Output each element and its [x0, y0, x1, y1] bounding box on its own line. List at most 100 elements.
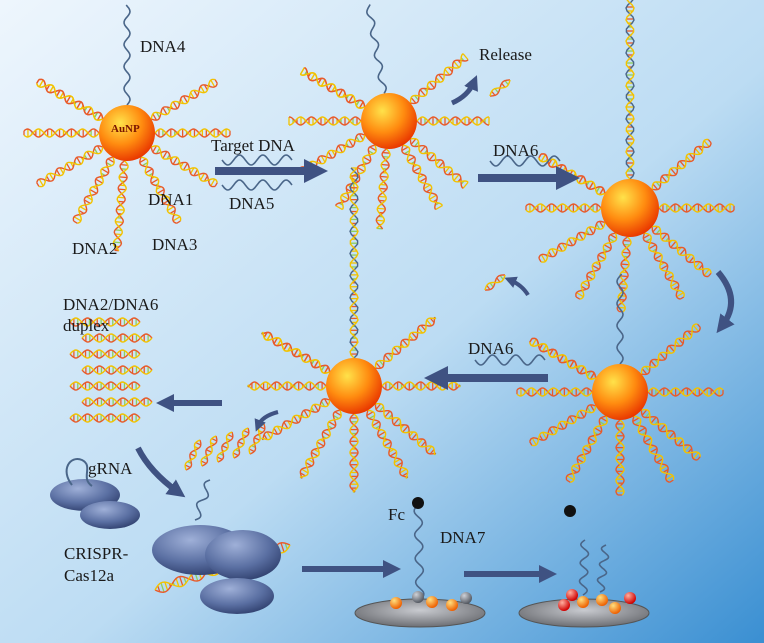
aunp-2-arm-8-rung — [404, 150, 410, 155]
aunp-2-arm-7 — [299, 66, 366, 109]
aunp-1-arm-7-rung — [76, 101, 82, 109]
aunp-3-arm-2-rung — [652, 183, 659, 191]
aunp-5-arm-6-strand-a — [247, 381, 327, 391]
aunp-5-arm-5-rung — [273, 427, 278, 435]
aunp-3-arm-9-rung — [597, 254, 606, 260]
freed-strand-4-rung — [254, 437, 260, 441]
freed-strand-1 — [200, 435, 218, 467]
aunp-3-arm-5-rung — [548, 251, 553, 257]
aunp-1-arm-6 — [23, 128, 100, 138]
aunp-1-arm-5-rung — [96, 145, 102, 153]
aunp-5-arm-8-strand-a — [366, 409, 409, 478]
aunp-1-arm-8-rung — [169, 209, 176, 214]
aunp-1-arm-4-strand-a — [150, 146, 216, 188]
dna3-label: DNA3 — [152, 235, 198, 254]
aunp-5-arm-7-strand-a — [261, 331, 331, 373]
aunp-5-arm-10-strand-a — [349, 413, 359, 493]
arrow-release-2 — [504, 276, 530, 297]
electrode-left-particle-0 — [390, 597, 402, 609]
duplex-stack-4-strand-b — [69, 381, 141, 391]
aunp-5-arm-2-rung — [378, 360, 384, 366]
aunp-2-arm-4-rung — [419, 145, 426, 153]
aunp-1-arm-10-rung — [120, 164, 128, 166]
aunp-4-arm-2-rung — [675, 340, 681, 347]
cas12a-right-lobe-2 — [205, 530, 281, 580]
aunp-1-arm-4 — [150, 145, 218, 188]
aunp-5-arm-8-rung — [388, 448, 395, 453]
aunp-3-arm-8-rung — [679, 296, 685, 300]
aunp-4-arm-4-rung — [687, 447, 693, 454]
aunp-1-arm-8-rung — [141, 161, 148, 167]
aunp-5-arm-2-strand-a — [375, 316, 436, 370]
aunp-5-arm-5-strand-a — [262, 398, 331, 441]
aunp-2-arm-8-rung — [413, 166, 421, 173]
aunp-3-arm-5-rung — [538, 257, 542, 263]
aunp-4-arm-9-rung — [594, 427, 602, 433]
aunp-4-arm-5-rung — [552, 426, 557, 433]
aunp-1-arm-7-rung — [36, 79, 40, 84]
dna6-top-strand-strand — [489, 155, 561, 167]
aunp-2-arm-8-rung — [407, 156, 415, 162]
activated-dna-strand-rung — [190, 574, 195, 581]
aunp-4-arm-2-rung — [659, 352, 666, 360]
activated-dna-strand-rung — [160, 582, 165, 593]
aunp-4-arm-7-rung — [542, 344, 547, 352]
aunp-1-arm-9-rung — [73, 220, 78, 224]
aunp-5-arm-5-rung — [320, 400, 326, 407]
freed-strand-3-rung — [232, 452, 239, 457]
aunp-2-arm-7-strand-b — [300, 72, 366, 109]
duplex-stack-1-strand-b — [81, 333, 153, 343]
aunp-5-arm-9-rung — [311, 451, 319, 457]
released-strand-1 — [489, 79, 511, 97]
aunp-1-arm-2-rung — [200, 85, 205, 93]
electrode-right-particle-0 — [558, 599, 570, 611]
aunp-3-arm-2-rung — [670, 168, 677, 176]
aunp-4-arm-4-strand-b — [641, 408, 701, 457]
aunp-2-arm-8-rung — [426, 188, 432, 193]
aunp-5-arm-7-rung — [320, 365, 326, 372]
dna6-middle-label: DNA6 — [468, 339, 514, 358]
aunp-2-arm-8-rung — [419, 177, 427, 183]
aunp-2-arm-4-rung — [435, 159, 441, 165]
aunp-2-arm-9-rung — [341, 194, 349, 200]
aunp-4-arm-5-rung — [569, 416, 575, 424]
aunp-1-arm-5-rung — [76, 157, 82, 165]
aunp-1-arm-9-rung — [84, 199, 91, 204]
aunp-1-arm-4-rung — [152, 145, 158, 153]
released-strand-2-strand-b — [484, 274, 506, 291]
aunp-3-arm-6 — [525, 203, 602, 213]
aunp-3-arm-5-rung — [540, 254, 546, 262]
aunp-2-arm-10-strand-b — [376, 148, 391, 229]
aunp-3-arm-4-rung — [655, 228, 661, 235]
aunp-4-arm-4-strand-a — [640, 409, 698, 461]
aunp-2-arm-0 — [366, 4, 388, 94]
aunp-4-arm-4-rung — [659, 424, 666, 432]
aunp-4-arm-5-rung — [531, 437, 537, 446]
aunp-5-arm-9-rung — [305, 462, 313, 467]
aunp-2-arm-10-rung — [380, 175, 389, 178]
aunp-3-core — [601, 179, 659, 237]
released-strand-1-strand-b — [489, 79, 511, 97]
aunp-1-arm-8-rung — [163, 199, 170, 204]
aunp-4-arm-2 — [640, 323, 701, 376]
dna5-strand-strand — [221, 179, 293, 191]
aunp-5-arm-9-rung — [313, 448, 320, 453]
aunp-5-arm-8-rung — [389, 451, 397, 457]
aunp-4-arm-7-strand-a — [531, 337, 597, 379]
aunp-4-arm-0-strand — [616, 273, 624, 365]
aunp-1-arm-8-rung — [167, 206, 175, 211]
aunp-5-arm-4-rung — [429, 448, 435, 455]
aunp-4-arm-7-rung — [539, 343, 544, 350]
aunp-2-arm-0-strand — [366, 4, 388, 94]
freed-strand-3-rung — [238, 441, 244, 445]
aunp-1-arm-10-strand-b — [112, 160, 129, 252]
aunp-2-arm-10-rung — [382, 151, 390, 154]
aunp-5-arm-9-rung — [307, 458, 314, 464]
aunp-1-arm-7-strand-a — [38, 78, 104, 120]
aunp-2-arm-5-rung — [348, 139, 354, 147]
aunp-3-arm-2-strand-b — [651, 138, 709, 190]
dna2-label: DNA2 — [72, 239, 118, 258]
aunp-2-arm-8-rung — [429, 194, 437, 200]
aunp-3-arm-8-rung — [645, 237, 652, 243]
aunp-4-arm-2-rung — [650, 360, 657, 368]
